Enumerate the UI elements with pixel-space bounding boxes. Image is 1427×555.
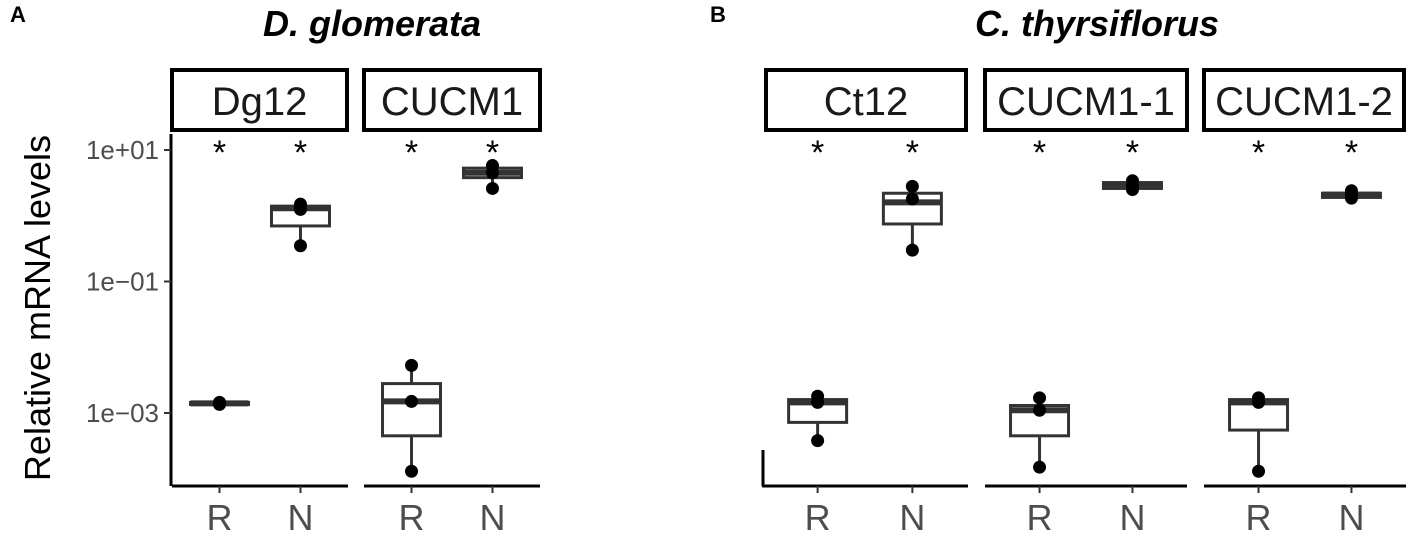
data-point xyxy=(905,179,919,193)
x-category-label: R xyxy=(1027,497,1053,538)
significance-star: * xyxy=(1033,134,1046,172)
data-point xyxy=(293,197,307,211)
data-point xyxy=(1033,403,1047,417)
chart-marks: 1e+011e−011e−03Dg12R*N*CUCM1R*N*Ct12R*N*… xyxy=(86,68,1406,538)
data-point xyxy=(1252,464,1266,478)
data-point xyxy=(1252,391,1266,405)
data-point xyxy=(905,192,919,206)
data-point xyxy=(905,243,919,257)
data-point xyxy=(1344,184,1358,198)
facet-strip-label: CUCM1-2 xyxy=(1215,80,1393,124)
y-axis-title: Relative mRNA levels xyxy=(17,135,58,481)
data-point xyxy=(1033,460,1047,474)
data-point xyxy=(293,239,307,253)
x-category-label: R xyxy=(805,497,831,538)
facet-strip-label: Dg12 xyxy=(212,80,308,124)
y-tick-label: 1e+01 xyxy=(86,135,159,165)
x-category-label: R xyxy=(399,497,425,538)
data-point xyxy=(811,389,825,403)
y-tick-label: 1e−03 xyxy=(86,398,159,428)
facet-strip-label: Ct12 xyxy=(824,80,909,124)
significance-star: * xyxy=(906,134,919,172)
data-point xyxy=(811,434,825,448)
panel-letter-a: A xyxy=(10,2,26,27)
data-point xyxy=(485,181,499,195)
significance-star: * xyxy=(486,134,499,172)
facet-strip xyxy=(170,68,349,132)
data-point xyxy=(405,358,419,372)
facet-strip-label: CUCM1 xyxy=(381,80,523,124)
data-point xyxy=(1033,391,1047,405)
x-category-label: N xyxy=(479,497,505,538)
data-point xyxy=(405,464,419,478)
data-point xyxy=(485,159,499,173)
facet-strip xyxy=(1202,68,1406,132)
data-point xyxy=(1125,174,1139,188)
y-tick-label: 1e−01 xyxy=(86,267,159,297)
data-point xyxy=(405,394,419,408)
significance-star: * xyxy=(213,134,226,172)
data-point xyxy=(213,395,227,409)
x-category-label: R xyxy=(207,497,233,538)
x-category-label: N xyxy=(899,497,925,538)
panel-title-a: D. glomerata xyxy=(263,3,481,44)
facet-strip xyxy=(764,68,968,132)
significance-star: * xyxy=(1345,134,1358,172)
facet-strip xyxy=(362,68,542,132)
significance-star: * xyxy=(405,134,418,172)
x-category-label: N xyxy=(1119,497,1145,538)
significance-star: * xyxy=(1126,134,1139,172)
facet-strip-label: CUCM1-1 xyxy=(997,80,1175,124)
x-category-label: R xyxy=(1246,497,1272,538)
panel-letter-b: B xyxy=(710,2,726,27)
panel-title-b: C. thyrsiflorus xyxy=(975,3,1219,44)
x-category-label: N xyxy=(1338,497,1364,538)
significance-star: * xyxy=(1252,134,1265,172)
facet-strip xyxy=(983,68,1189,132)
box-iqr xyxy=(381,382,443,438)
significance-star: * xyxy=(811,134,824,172)
significance-star: * xyxy=(294,134,307,172)
x-category-label: N xyxy=(287,497,313,538)
